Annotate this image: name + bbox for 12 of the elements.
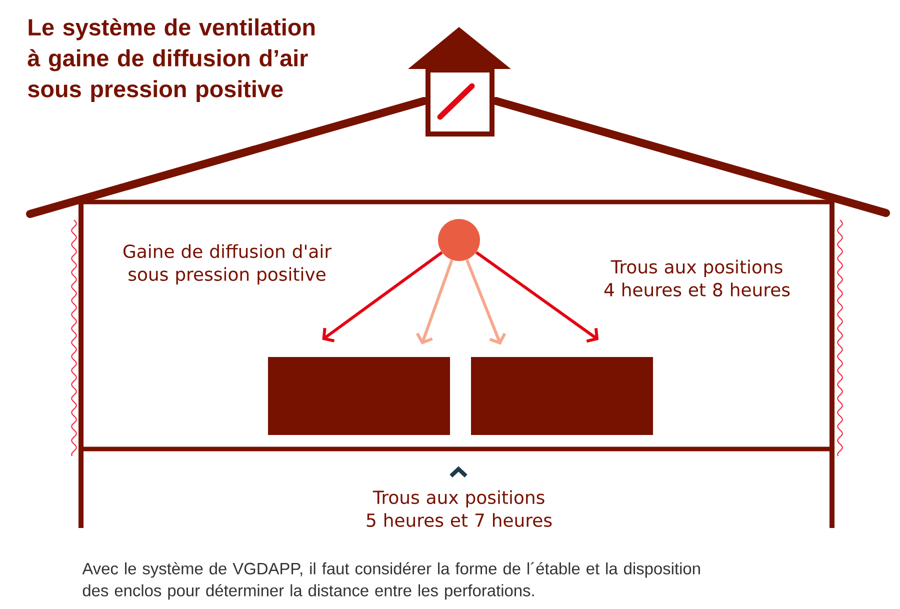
annotation-text: Trous aux positions 5 heures et 7 heures: [366, 490, 552, 527]
title: Le système de ventilation à gaine de diffusion d’air sous pression positive: [28, 18, 315, 102]
arrow: [416, 259, 454, 345]
arrow: [322, 251, 443, 342]
arrow: [475, 251, 599, 343]
pen-block: [268, 357, 450, 435]
annotation-text: Gaine de diffusion d'air sous pression positive: [124, 244, 332, 284]
caption: Avec le système de VGDAPP, il faut considérer la forme de l´étable et la disposition des enclos pour déterminer la distance entre les perforations.: [82, 562, 700, 600]
pen-block: [471, 357, 653, 435]
annotation-text: Trous aux positions 4 heures et 8 heures: [604, 260, 790, 296]
arrow: [465, 259, 506, 345]
duct-circle: [438, 219, 480, 261]
